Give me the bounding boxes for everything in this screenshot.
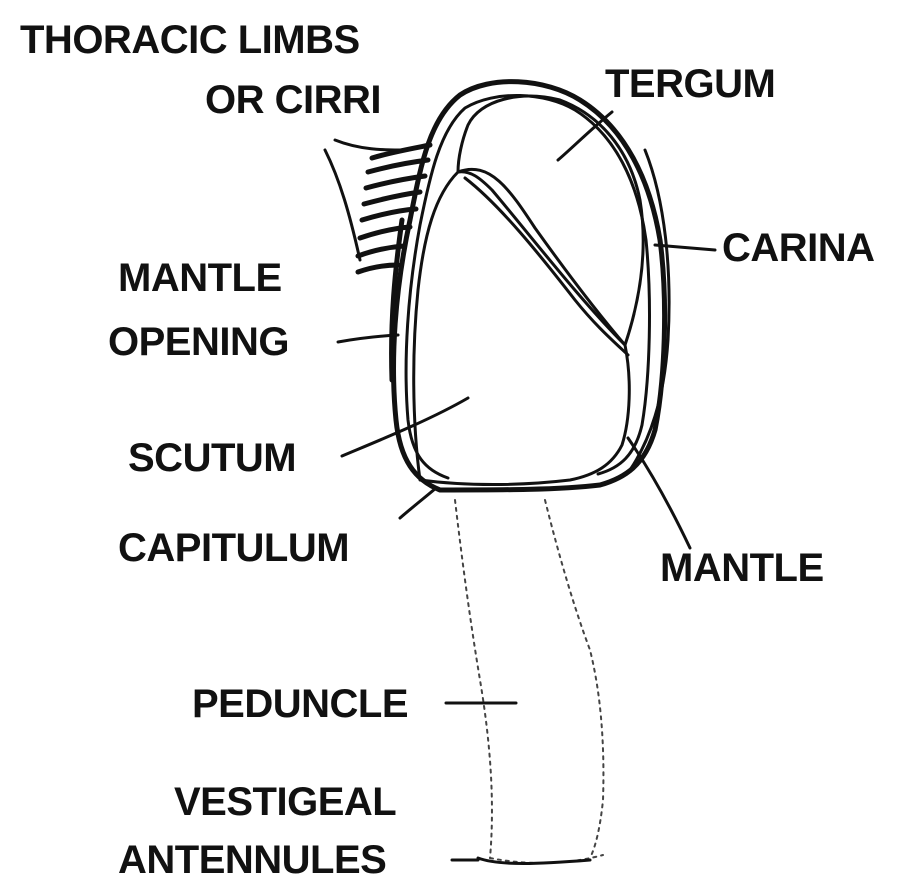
tergum-scutum-seam (465, 178, 628, 355)
capitulum-outline (394, 82, 665, 490)
label-peduncle: PEDUNCLE (192, 684, 408, 724)
label-mantle-opening-line1: MANTLE (118, 258, 282, 298)
peduncle-stalk (455, 500, 603, 864)
mantle-inner-outline (406, 95, 649, 478)
label-tergum: TERGUM (605, 64, 775, 104)
label-vestigeal-antennules-line2: ANTENNULES (118, 840, 386, 880)
label-vestigeal-antennules-line1: VESTIGEAL (174, 782, 396, 822)
scutum-plate (414, 172, 630, 485)
label-thoracic-limbs-line1: THORACIC LIMBS (20, 20, 360, 60)
label-capitulum: CAPITULUM (118, 528, 349, 568)
label-scutum: SCUTUM (128, 438, 296, 478)
cirri (358, 145, 430, 272)
label-mantle: MANTLE (660, 548, 824, 588)
label-carina: CARINA (722, 228, 875, 268)
label-thoracic-limbs-line2: OR CIRRI (205, 80, 381, 120)
label-mantle-opening-line2: OPENING (108, 322, 289, 362)
